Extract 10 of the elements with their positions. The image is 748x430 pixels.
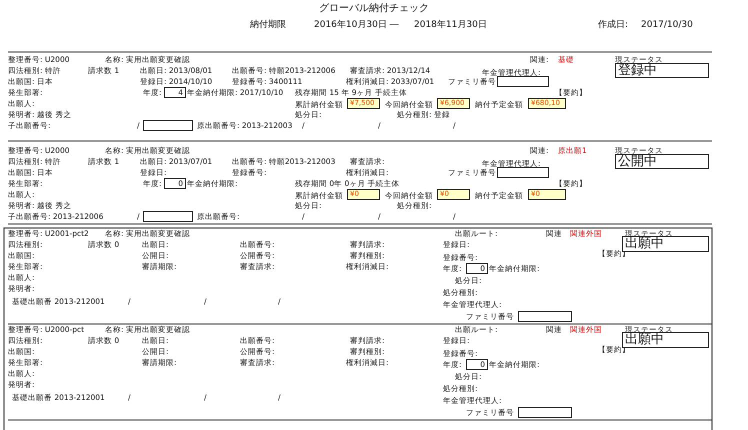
status-box: 出願中	[622, 236, 709, 252]
field-label: 2018年11月30日	[414, 20, 487, 30]
status-box: 出願中	[622, 332, 709, 348]
field-label: 2017/10/30	[641, 20, 693, 30]
status-box: 公開中	[615, 154, 709, 169]
field-label: 作成日:	[598, 20, 628, 30]
status-box: 登録中	[615, 63, 709, 78]
field-label: 納付期限	[250, 20, 286, 30]
report-title: グローバル納付チェック	[318, 4, 430, 14]
field-label: 2016年10月30日 ―	[314, 20, 399, 30]
